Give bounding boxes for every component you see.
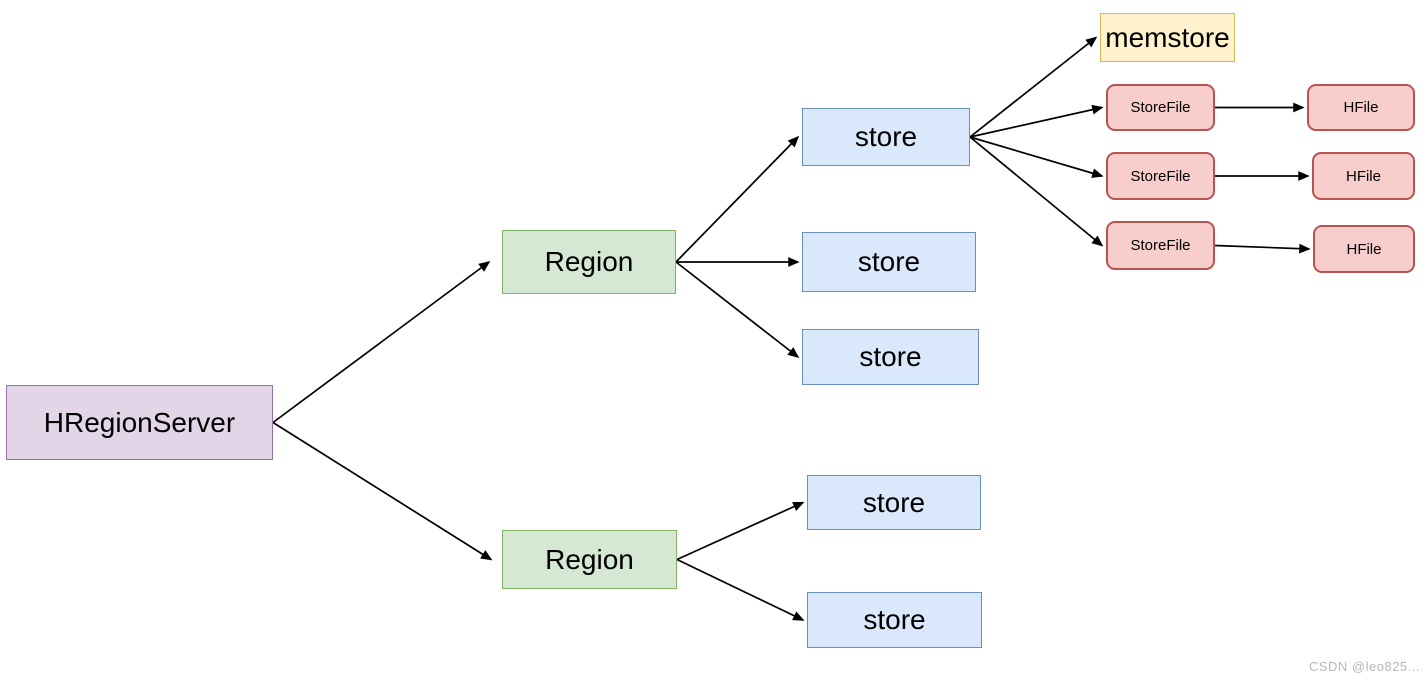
edge-arrow bbox=[969, 136, 1104, 178]
hregionserver-node: HRegionServer bbox=[6, 385, 273, 460]
store-node: store bbox=[807, 475, 981, 530]
edge-arrow bbox=[969, 104, 1104, 138]
region-label: Region bbox=[544, 246, 634, 277]
store-label: store bbox=[857, 246, 921, 277]
memstore-node: memstore bbox=[1100, 13, 1235, 62]
hfile-node: HFile bbox=[1313, 225, 1415, 273]
store-node: store bbox=[802, 108, 970, 166]
hfile-node: HFile bbox=[1307, 84, 1415, 131]
storefile-node: StoreFile bbox=[1106, 221, 1215, 270]
hfile-label: HFile bbox=[1345, 167, 1381, 185]
storefile-node: StoreFile bbox=[1106, 84, 1215, 131]
storefile-label: StoreFile bbox=[1130, 237, 1191, 254]
store-label: store bbox=[854, 121, 918, 152]
store-label: store bbox=[862, 486, 926, 518]
hfile-label: HFile bbox=[1343, 99, 1379, 116]
hregionserver-label: HRegionServer bbox=[43, 406, 236, 438]
store-label: store bbox=[863, 604, 926, 635]
edge-arrow bbox=[969, 136, 1104, 247]
store-node: store bbox=[802, 329, 979, 385]
edge-arrow bbox=[272, 261, 491, 424]
hfile-node: HFile bbox=[1312, 152, 1415, 200]
watermark: CSDN @leo825... bbox=[1308, 659, 1420, 674]
edge-arrow bbox=[1214, 243, 1311, 254]
edge-arrow bbox=[676, 501, 805, 561]
store-node: store bbox=[802, 232, 976, 292]
storefile-label: StoreFile bbox=[1130, 99, 1191, 116]
edge-arrow bbox=[675, 261, 800, 358]
edge-arrow bbox=[675, 135, 800, 263]
hfile-label: HFile bbox=[1346, 240, 1382, 258]
region-node: Region bbox=[502, 230, 676, 294]
store-node: store bbox=[807, 592, 982, 648]
edge-arrow bbox=[272, 421, 493, 561]
storefile-node: StoreFile bbox=[1106, 152, 1215, 200]
memstore-label: memstore bbox=[1105, 21, 1230, 53]
region-label: Region bbox=[545, 543, 634, 575]
edge-arrow bbox=[969, 36, 1098, 138]
storefile-label: StoreFile bbox=[1130, 167, 1191, 185]
edge-arrow bbox=[676, 558, 805, 621]
region-node: Region bbox=[502, 530, 677, 589]
store-label: store bbox=[859, 341, 922, 372]
